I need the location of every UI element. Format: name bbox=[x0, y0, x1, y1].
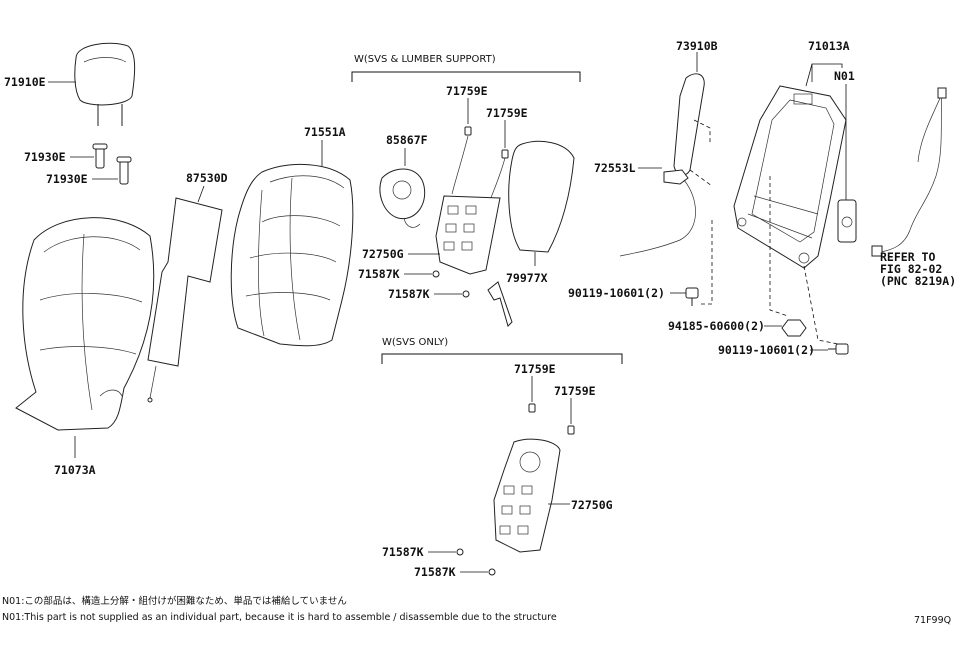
headrest-part[interactable] bbox=[74, 42, 136, 126]
refer-pnc-label: (PNC 8219A) bbox=[880, 274, 956, 288]
bolt-part-upper[interactable] bbox=[685, 287, 699, 306]
label-72750G-upper: 72750G bbox=[362, 247, 404, 261]
label-87530D: 87530D bbox=[186, 171, 228, 185]
svs-plate-part[interactable] bbox=[493, 438, 561, 553]
label-73910B: 73910B bbox=[676, 39, 718, 53]
label-72553L: 72553L bbox=[594, 161, 636, 175]
label-71073A: 71073A bbox=[54, 463, 96, 477]
pin-parts-upper[interactable] bbox=[432, 270, 470, 298]
group-bracket-svs-lumber bbox=[351, 71, 581, 82]
refer-fig-label: FIG 82-02 bbox=[880, 262, 942, 276]
label-N01: N01 bbox=[834, 69, 855, 83]
seatback-cover-part[interactable] bbox=[15, 217, 155, 431]
seatback-frame-part[interactable] bbox=[733, 85, 847, 269]
group-bracket-svs-only bbox=[381, 353, 623, 364]
seat-heater-pad-part[interactable] bbox=[147, 197, 223, 403]
label-79977X: 79977X bbox=[506, 271, 548, 285]
direction-arrow bbox=[487, 281, 513, 327]
clip-parts-upper[interactable] bbox=[464, 126, 509, 159]
side-airbag-cover-part[interactable] bbox=[673, 73, 705, 176]
lumbar-cushion-part[interactable] bbox=[508, 140, 575, 253]
label-72750G-lower: 72750G bbox=[571, 498, 613, 512]
lumbar-plate-part[interactable] bbox=[435, 135, 506, 275]
seatback-pad-part[interactable] bbox=[230, 163, 354, 347]
clip-parts-lower[interactable] bbox=[528, 403, 575, 435]
wire-harness-part[interactable] bbox=[871, 87, 947, 257]
label-90119-10601-lower: 90119-10601(2) bbox=[718, 343, 815, 357]
group-title-svs-lumber: W(SVS & LUMBER SUPPORT) bbox=[354, 54, 496, 65]
label-85867F: 85867F bbox=[386, 133, 428, 147]
pin-parts-lower[interactable] bbox=[456, 548, 496, 576]
label-71930E-lower: 71930E bbox=[46, 172, 88, 186]
label-71587K-2: 71587K bbox=[388, 287, 430, 301]
label-71587K-4: 71587K bbox=[414, 565, 456, 579]
footnote-japanese: N01:この部品は、構造上分解・組付けが困難なため、単品では補給していません bbox=[2, 595, 347, 607]
refer-to-label: REFER TO bbox=[880, 250, 935, 264]
label-90119-10601-upper: 90119-10601(2) bbox=[568, 286, 665, 300]
figure-code: 71F99Q bbox=[914, 615, 951, 626]
lumbar-motor-part[interactable] bbox=[379, 168, 426, 228]
label-71759E-3: 71759E bbox=[514, 362, 556, 376]
label-71759E-2: 71759E bbox=[486, 106, 528, 120]
group-title-svs-only: W(SVS ONLY) bbox=[382, 337, 448, 348]
headrest-support-parts[interactable] bbox=[92, 143, 132, 185]
nut-part[interactable] bbox=[781, 319, 807, 337]
label-71551A: 71551A bbox=[304, 125, 346, 139]
footnote-english: N01:This part is not supplied as an indi… bbox=[2, 612, 557, 623]
harness-clip-part[interactable] bbox=[619, 169, 696, 257]
label-71930E-upper: 71930E bbox=[24, 150, 66, 164]
label-94185-60600: 94185-60600(2) bbox=[668, 319, 765, 333]
label-71587K-3: 71587K bbox=[382, 545, 424, 559]
bolt-part-lower[interactable] bbox=[828, 343, 849, 355]
label-71910E: 71910E bbox=[4, 75, 46, 89]
label-71587K-1: 71587K bbox=[358, 267, 400, 281]
recliner-motor-part[interactable] bbox=[837, 199, 857, 243]
label-71013A: 71013A bbox=[808, 39, 850, 53]
label-71759E-4: 71759E bbox=[554, 384, 596, 398]
label-71759E-1: 71759E bbox=[446, 84, 488, 98]
